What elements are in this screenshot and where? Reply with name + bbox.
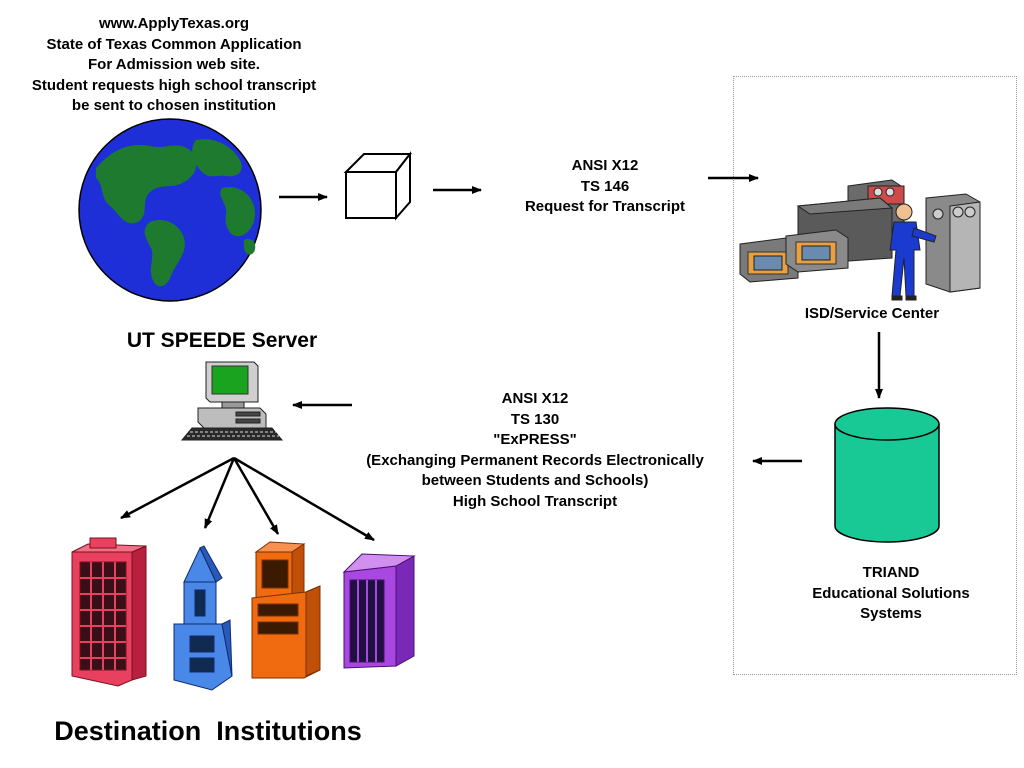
blue-tower-icon [173,545,233,691]
triand-line-1: TRIAND [862,564,920,581]
speede-server-label: UT SPEEDE Server [92,328,352,354]
destination-institutions-text: Destination Institutions [54,716,362,746]
website-line-1: www.ApplyTexas.org [98,15,250,32]
purple-building-icon [342,553,416,669]
desktop-computer-icon [180,361,284,441]
orange-building-icon [251,541,321,679]
service-center-text: ISD/Service Center [804,305,940,322]
request-transcript-label: ANSI X12 TS 146 Request for Transcript [498,156,712,218]
package-cube-icon [343,151,413,221]
speede-server-text: UT SPEEDE Server [126,329,318,352]
triand-line-2: Educational Solutions [812,584,970,602]
request-line-2: TS 146 [580,177,630,195]
destination-institutions-label: Destination Institutions [38,714,378,748]
database-cylinder-icon [834,407,940,543]
express-line-3: "ExPRESS" [493,431,577,448]
express-line-2: TS 130 [510,410,560,428]
website-description: www.ApplyTexas.org State of Texas Common… [8,14,340,117]
express-line-6: High School Transcript [452,492,618,510]
fanout-arrows [120,456,375,542]
request-line-3: Request for Transcript [524,198,686,215]
website-line-4: Student requests high school transcript [31,76,317,94]
red-building-icon [71,537,147,687]
triand-line-3: Systems [860,605,922,622]
globe-icon [78,118,262,302]
website-line-5: be sent to chosen institution [71,97,277,114]
website-line-2: State of Texas Common Application [46,35,302,53]
service-center-label: ISD/Service Center [772,304,972,325]
express-description: ANSI X12 TS 130 "ExPRESS" (Exchanging Pe… [330,389,740,512]
mainframe-operator-icon [739,179,981,301]
express-line-1: ANSI X12 [501,390,569,407]
website-line-3: For Admission web site. [88,56,260,73]
express-line-4: (Exchanging Permanent Records Electronic… [366,451,704,469]
express-line-5: between Students and Schools) [421,472,649,489]
triand-region-border [733,76,1017,675]
triand-label: TRIAND Educational Solutions Systems [786,563,996,625]
request-line-1: ANSI X12 [571,157,639,174]
